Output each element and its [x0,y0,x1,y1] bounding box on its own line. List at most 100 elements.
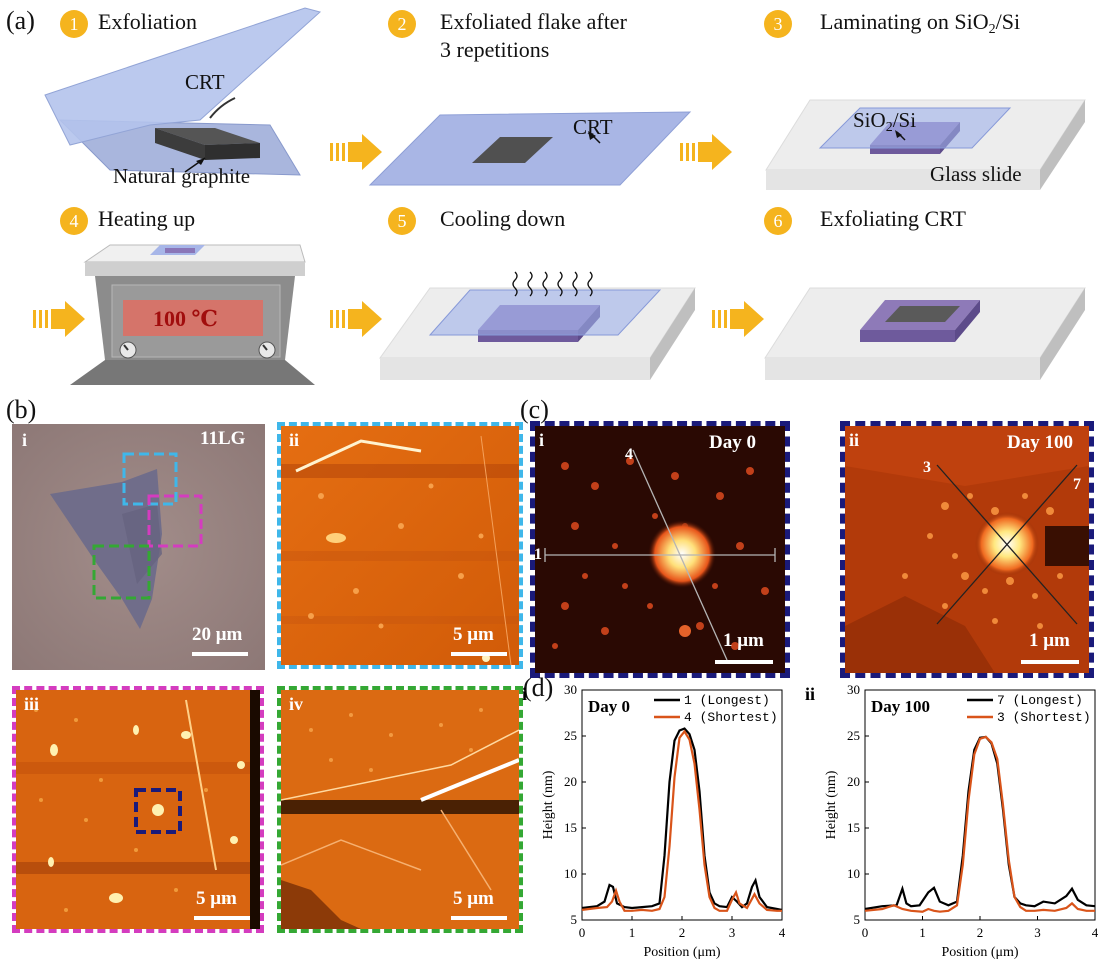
image-label-c-i: i [539,430,545,450]
plot-i-xtick-label: 0 [579,925,586,940]
plot-i-xtick-label: 1 [629,925,636,940]
day-label-c-i: Day 0 [709,432,756,453]
plot-ii-xlabel: Position (μm) [941,945,1018,960]
plot-i-ytick-label: 5 [571,912,578,927]
scale-label-b-i: 20 μm [192,624,243,645]
step-title-1: Exfoliation [98,9,197,34]
plot-i-xtick-label: 3 [729,925,736,940]
plot-ii-ylabel: Height (nm) [824,770,839,839]
plot-ii-ytick-label: 5 [854,912,861,927]
flake-illustration [12,424,265,670]
step-title-5: Cooling down [440,206,566,231]
plot-ii-frame [864,689,1096,921]
step2-illustration [368,111,692,186]
step5-illustration [379,271,696,380]
afm-image-c-i: i Day 0 4 1 1 μm [530,421,790,678]
plot-ii-ytick-label: 10 [847,866,860,881]
arrow-3-4 [33,301,85,337]
scalebar-c-i [715,660,773,664]
panel-d-letter: (d) [523,673,554,702]
plot-i-day-label: Day 0 [588,697,630,716]
plot-i-roman: i [522,684,527,704]
plot-ii-ytick-label: 15 [847,820,860,835]
panel-a-letter: (a) [6,6,35,35]
line-label-c-ii-7: 7 [1073,476,1081,493]
line-label-c-i-1: 1 [534,546,542,563]
plot-ii-xtick-label: 2 [977,925,984,940]
scalebar-b-i [192,652,248,656]
plot-ii-xtick-label: 0 [862,925,869,940]
panel-a-schematics [33,7,1086,385]
sample-tag: 11LG [200,428,246,449]
arrow-1-2 [330,134,382,170]
scalebar-b-iii [194,916,250,920]
plot-i-legend-label-1: 1 (Longest) [684,693,770,708]
day-label-c-ii: Day 100 [1007,432,1073,453]
step-badge-1: 1 [60,10,88,38]
plot-i-legend-label-2: 4 (Shortest) [684,710,778,725]
plot-ii-xtick-label: 3 [1034,925,1041,940]
label-sio2-si: SiO2/Si [853,108,917,135]
image-label-c-ii: ii [849,430,860,450]
step4-hotplate [70,244,315,385]
plot-ii-xtick-label: 1 [919,925,926,940]
plot-i-ytick-label: 20 [564,774,577,789]
step-title-6: Exfoliating CRT [820,206,966,231]
panel-b-letter: (b) [6,395,37,424]
step-badge-2: 2 [388,10,416,38]
step-title-2: Exfoliated flake after [440,9,627,34]
arrow-2-3 [680,134,732,170]
scale-label-c-i: 1 μm [723,630,764,651]
label-crt-2: CRT [573,115,613,139]
scalebar-b-ii [451,652,507,656]
arrow-4-5 [330,301,382,337]
plot-i-xtick-label: 4 [779,925,786,940]
step-badge-4: 4 [60,207,88,235]
plot-i-xtick-label: 2 [679,925,686,940]
plot-ii-roman: ii [805,684,815,704]
plot-i-ylabel: Height (nm) [541,770,556,839]
plot-i-xlabel: Position (μm) [643,945,720,960]
afm-image-ii: ii 5 μm [277,422,523,669]
label-natural-graphite: Natural graphite [113,164,251,188]
label-temperature: 100 ℃ [153,306,218,331]
plot-i-ytick-label: 25 [564,728,577,743]
plot-i-frame [581,689,783,921]
plot-i-ytick-label: 15 [564,820,577,835]
scalebar-b-iv [451,916,507,920]
optical-image-i: i 11LG 20 μm [12,424,265,670]
plot-i-ytick-label: 30 [564,682,577,697]
image-label-b-iv: iv [289,694,304,714]
panel-c-letter: (c) [520,395,549,424]
afm-image-c-ii: ii Day 100 3 7 1 μm [840,421,1094,678]
plot-ii-ytick-label: 20 [847,774,860,789]
afm-image-iii: iii 5 μm [12,686,264,933]
step-title-4: Heating up [98,206,196,231]
plot-i-ytick-label: 10 [564,866,577,881]
plot-ii-ytick-label: 25 [847,728,860,743]
step1-illustration [44,7,322,176]
plot-ii-day-label: Day 100 [871,697,930,716]
step3-illustration [765,99,1086,190]
arrow-5-6 [712,301,764,337]
scale-label-b-ii: 5 μm [453,624,494,645]
step-title-3: Laminating on SiO2/Si [820,9,1021,37]
plot-i-series-line-2 [581,729,782,912]
image-label-b-i: i [22,430,28,450]
label-glass-slide: Glass slide [930,162,1022,186]
plot-ii-legend-label-2: 3 (Shortest) [997,710,1091,725]
step6-illustration [764,287,1086,380]
plot-ii-ytick-label: 30 [847,682,860,697]
scalebar-c-ii [1021,660,1079,664]
scale-label-b-iii: 5 μm [196,888,237,909]
step-badge-5: 5 [388,207,416,235]
step-title-2-line2: 3 repetitions [440,37,550,62]
image-label-b-iii: iii [24,694,40,714]
scale-label-c-ii: 1 μm [1029,630,1070,651]
line-label-c-ii-3: 3 [923,459,931,476]
step-badge-3: 3 [764,10,792,38]
line-label-c-i-4: 4 [625,446,633,463]
plot-ii-legend-label-1: 7 (Longest) [997,693,1083,708]
step-badge-6: 6 [764,207,792,235]
